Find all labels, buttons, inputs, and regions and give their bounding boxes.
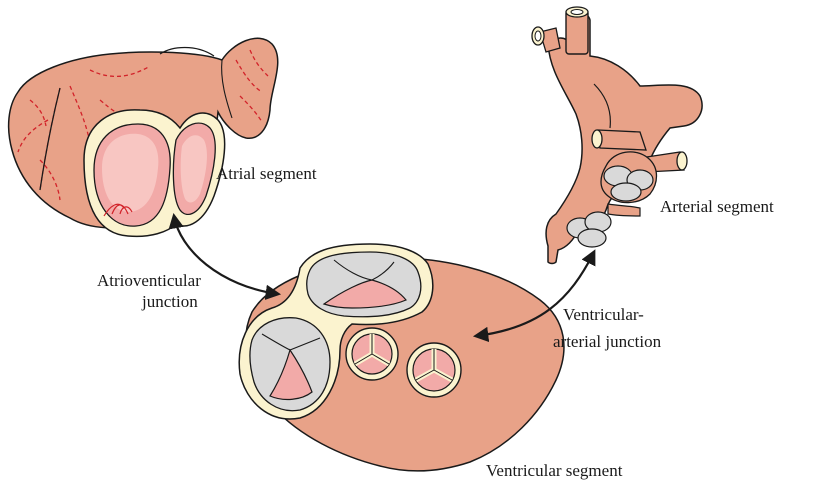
- ventricular-segment-label: Ventricular segment: [486, 461, 623, 480]
- ventriculoarterial-label-line2: arterial junction: [553, 332, 662, 351]
- atrial-segment-label: Atrial segment: [216, 164, 317, 183]
- arterial-segment-illustration: [532, 7, 702, 264]
- atrioventricular-label-line2: junction: [141, 292, 198, 311]
- arterial-segment-label: Arterial segment: [660, 197, 774, 216]
- atrioventricular-label-line1: Atrioventicular: [97, 271, 201, 290]
- semilunar-valve-left: [346, 328, 398, 380]
- atrial-segment-illustration: [9, 38, 278, 236]
- ventriculoarterial-label-line1: Ventricular-: [563, 305, 644, 324]
- semilunar-valve-right: [407, 343, 461, 397]
- ventricular-segment-illustration: [239, 244, 564, 471]
